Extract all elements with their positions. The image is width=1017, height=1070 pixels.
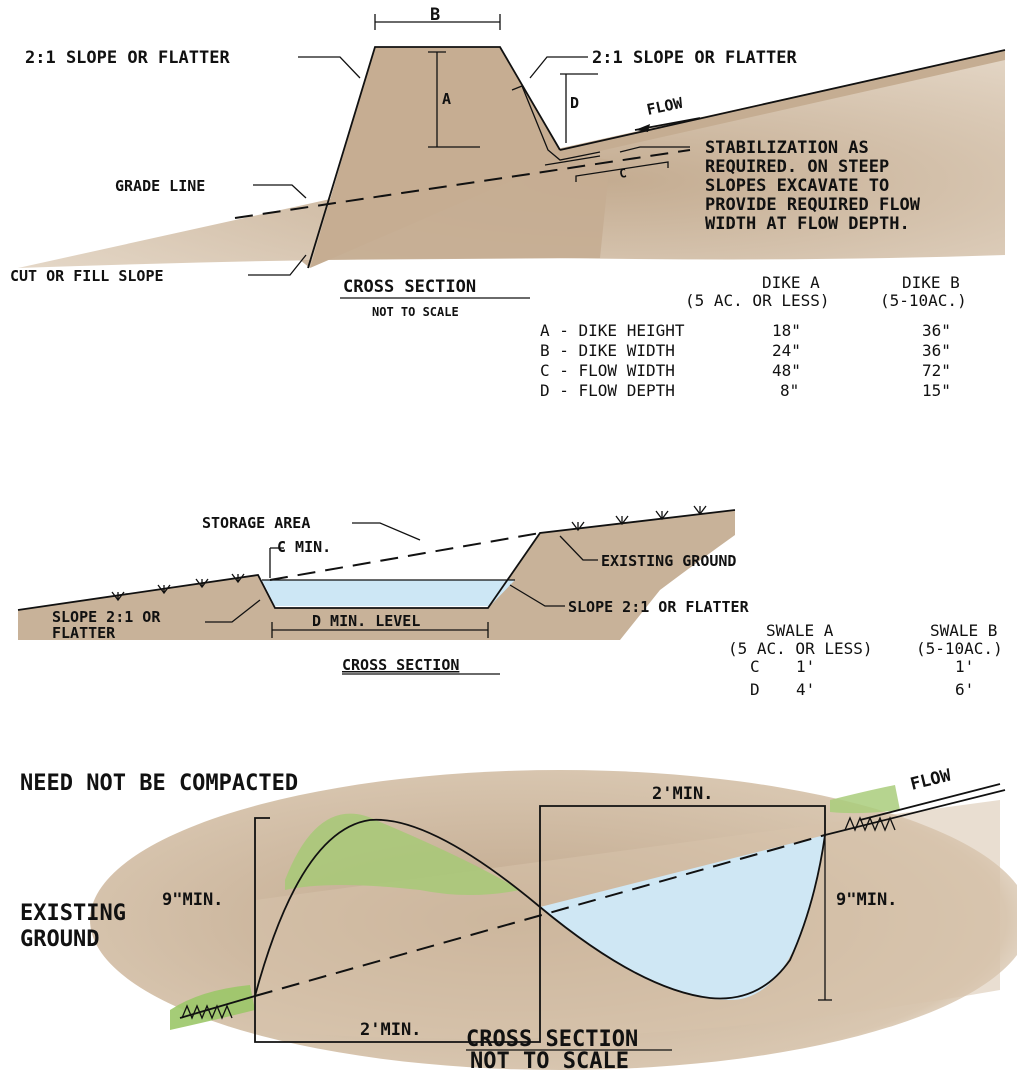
swale-header-b: SWALE B (930, 621, 997, 640)
slope-right-label: 2:1 SLOPE OR FLATTER (592, 48, 797, 68)
dike-row-a: 24" (772, 341, 801, 360)
swale-sub-a: (5 AC. OR LESS) (728, 639, 873, 658)
slope-left-leader-2 (205, 599, 261, 623)
swale-sub-b: (5-10AC.) (916, 639, 1003, 658)
stabilization-leader (619, 146, 690, 153)
slope-right-leader (529, 56, 588, 79)
need-not-compacted: NEED NOT BE COMPACTED (20, 771, 298, 796)
combo-subtitle: NOT TO SCALE (470, 1049, 629, 1070)
swale-cross-section: C MIN. D MIN. LEVEL STORAGE AREA EXISTIN… (17, 505, 1003, 699)
d-min-label: D MIN. LEVEL (312, 612, 420, 630)
flow-label: FLOW (645, 94, 685, 119)
two-min-bottom: 2'MIN. (360, 1020, 421, 1040)
existing-ground-2: GROUND (20, 927, 99, 952)
stabilization-outline (511, 85, 601, 161)
swale-header-a: SWALE A (766, 621, 834, 640)
storage-dash (269, 532, 541, 581)
slope-right-leader-2 (509, 584, 565, 607)
dim-box (254, 805, 826, 1043)
dike-row-label: C - FLOW WIDTH (540, 361, 675, 380)
slope-left-label-2b: FLATTER (52, 624, 116, 642)
grade-line (234, 149, 691, 219)
mound-curve (254, 818, 541, 997)
grass-right (830, 785, 900, 814)
dike-row-a: 8" (780, 381, 799, 400)
ground-surface-right (559, 49, 1006, 151)
dike-row-label: D - FLOW DEPTH (540, 381, 675, 400)
dike-row-b: 72" (922, 361, 951, 380)
grade-line-label: GRADE LINE (115, 177, 205, 195)
dike-row-b: 36" (922, 341, 951, 360)
swale-soil (18, 510, 735, 640)
dike-row-b: 15" (922, 381, 951, 400)
dike-table-header-a: DIKE A (762, 273, 820, 292)
dike-subtitle: NOT TO SCALE (372, 305, 459, 319)
hatch-right (844, 816, 896, 832)
swale-water (262, 580, 515, 606)
two-min-top: 2'MIN. (652, 784, 713, 804)
dike-row-label: A - DIKE HEIGHT (540, 321, 685, 340)
swale-row-a: 1' (796, 657, 815, 676)
dike-row-b: 36" (922, 321, 951, 340)
dike-table-sub-a: (5 AC. OR LESS) (685, 291, 830, 310)
slope-right-label-2: SLOPE 2:1 OR FLATTER (568, 598, 750, 616)
dike-row-a: 18" (772, 321, 801, 340)
dike-cross-section: B A D C FLOW 2:1 SLOPE OR FLATTER 2:1 SL… (10, 5, 1006, 400)
dike-table-header-b: DIKE B (902, 273, 960, 292)
dim-b-label: B (430, 5, 440, 25)
stabilization-line-2: REQUIRED. ON STEEP (705, 157, 889, 177)
grass-mound (285, 813, 520, 895)
flow-arrow-head (635, 124, 650, 132)
swale-title: CROSS SECTION (342, 656, 459, 674)
existing-ground-label: EXISTING GROUND (601, 552, 736, 570)
ground-right (824, 789, 1006, 836)
slope-left-label: 2:1 SLOPE OR FLATTER (25, 48, 230, 68)
c-min-label: C MIN. (277, 538, 331, 556)
flow-label-2: FLOW (908, 765, 953, 794)
dim-c-label: C (618, 166, 627, 181)
swale-row-label: D (750, 680, 760, 699)
swale-curve (539, 834, 826, 1000)
left-dim-box (254, 817, 270, 996)
dike-title: CROSS SECTION (343, 277, 476, 297)
swale-row-b: 6' (955, 680, 974, 699)
dim-a-label: A (442, 90, 451, 108)
slope-left-leader (298, 56, 361, 79)
hatch-left (181, 1004, 233, 1020)
existing-ground-1: EXISTING (20, 901, 126, 926)
dike-table: DIKE A DIKE B (5 AC. OR LESS) (5-10AC.) … (540, 273, 967, 400)
dike-outline (307, 46, 561, 269)
grass-ticks (111, 505, 707, 602)
dike-body-fill (300, 47, 610, 268)
combo-title: CROSS SECTION (466, 1027, 638, 1052)
stabilization-line-3: SLOPES EXCAVATE TO (705, 176, 889, 196)
slope-left-label-2a: SLOPE 2:1 OR (52, 608, 161, 626)
dim-d-label: D (570, 94, 579, 112)
swale-row-label: C (750, 657, 760, 676)
stabilization-base (544, 155, 601, 166)
existing-ground-leader (559, 535, 598, 561)
combination-cross-section: NEED NOT BE COMPACTED EXISTING GROUND 9"… (20, 765, 1017, 1070)
grade-line-leader (253, 184, 307, 199)
nine-min-right: 9"MIN. (836, 890, 897, 910)
dim-c-line (575, 161, 669, 182)
storage-area-label: STORAGE AREA (202, 514, 310, 532)
swale-row-b: 1' (955, 657, 974, 676)
cut-fill-label: CUT OR FILL SLOPE (10, 267, 164, 285)
grass-left (170, 985, 255, 1030)
dike-row-label: B - DIKE WIDTH (540, 341, 675, 360)
storage-leader (352, 522, 421, 541)
stabilization-line-5: WIDTH AT FLOW DEPTH. (705, 214, 910, 234)
nine-min-left: 9"MIN. (162, 890, 223, 910)
cut-fill-leader (248, 254, 307, 276)
swale-outline (17, 509, 736, 611)
stabilization-line-4: PROVIDE REQUIRED FLOW (705, 195, 921, 215)
stabilization-note: STABILIZATION AS REQUIRED. ON STEEP SLOP… (705, 138, 921, 234)
swale-row-a: 4' (796, 680, 815, 699)
dike-row-a: 48" (772, 361, 801, 380)
dike-table-sub-b: (5-10AC.) (880, 291, 967, 310)
stabilization-line-1: STABILIZATION AS (705, 138, 869, 158)
swale-table: SWALE A SWALE B (5 AC. OR LESS) (5-10AC.… (728, 621, 1003, 699)
